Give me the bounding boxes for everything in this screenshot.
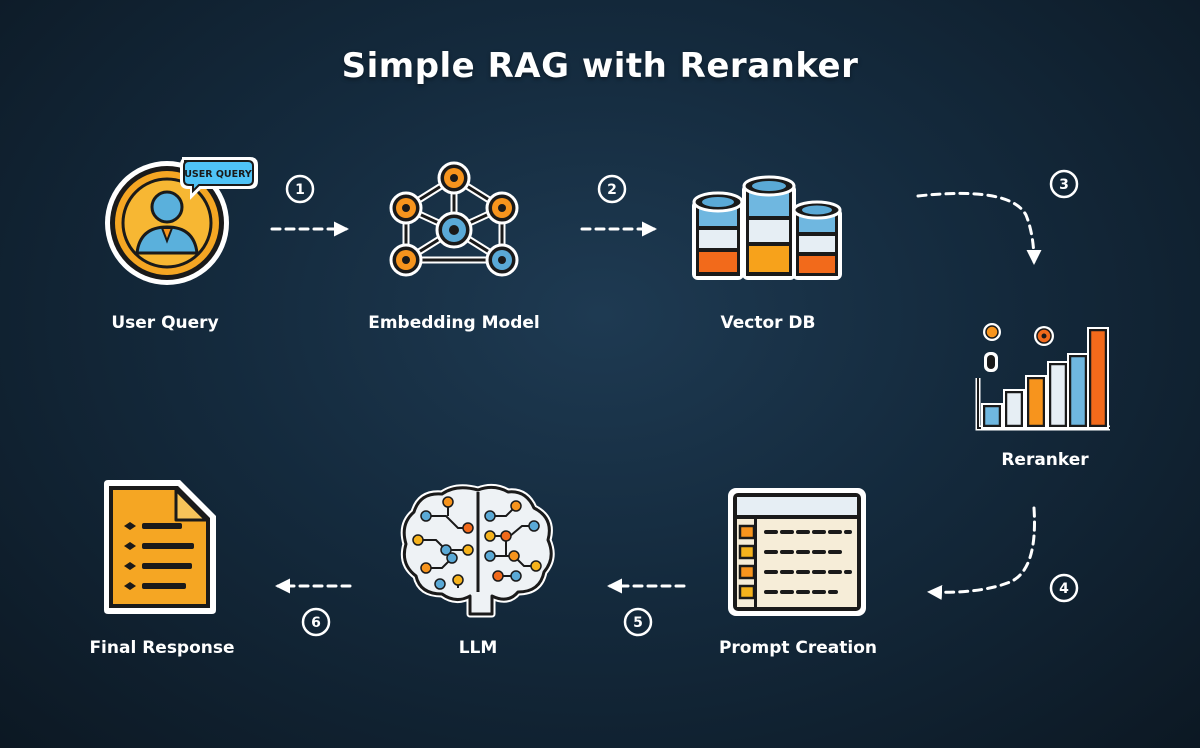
step-circle-3: [1049, 169, 1079, 199]
step-circle-1: [285, 174, 315, 204]
embedding-model-label: Embedding Model: [368, 313, 540, 333]
final-response-document-icon: [104, 480, 216, 614]
step-circle-2: [597, 174, 627, 204]
step-circle-4: [1049, 573, 1079, 603]
user-query-badge: USER QUERY: [184, 169, 252, 180]
final-response-label: Final Response: [89, 638, 235, 658]
step-number-6: 6: [311, 615, 321, 631]
step-number-5: 5: [633, 615, 643, 631]
arrow-4: [927, 506, 1036, 600]
user-query-icon: USER QUERY: [105, 157, 258, 285]
llm-brain-icon: [400, 483, 555, 618]
step-number-2: 2: [607, 182, 617, 198]
reranker-label: Reranker: [1001, 450, 1089, 470]
reranker-icon: [975, 323, 1110, 431]
diagram-title: Simple RAG with Reranker: [341, 46, 859, 86]
step-circle-5: [623, 607, 653, 637]
arrow-3: [916, 191, 1042, 265]
prompt-creation-label: Prompt Creation: [718, 638, 878, 658]
embedding-model-icon: [389, 161, 519, 277]
step-number-1: 1: [295, 182, 305, 198]
vector-db-label: Vector DB: [720, 313, 816, 333]
prompt-creation-icon: [728, 488, 866, 616]
step-circle-6: [301, 607, 331, 637]
step-number-4: 4: [1059, 581, 1069, 597]
step-number-3: 3: [1059, 177, 1069, 193]
user-query-label: User Query: [111, 313, 219, 333]
llm-label: LLM: [458, 638, 498, 658]
vector-db-icon: [692, 175, 842, 280]
